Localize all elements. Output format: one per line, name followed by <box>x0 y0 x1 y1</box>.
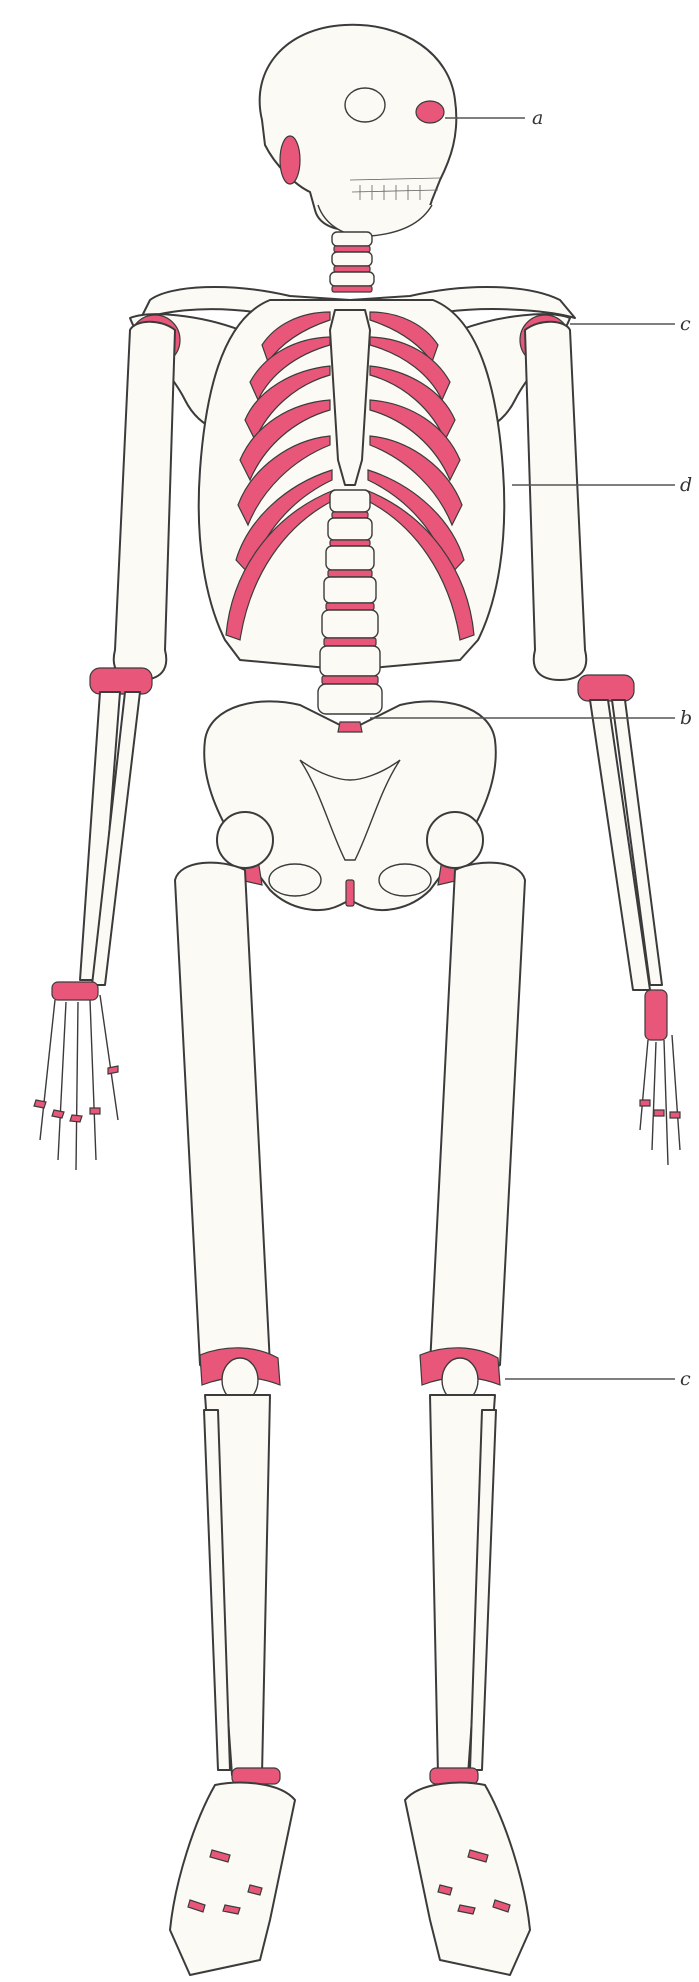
right-foot <box>170 1783 295 1975</box>
right-elbow-cartilage <box>90 668 152 694</box>
left-wrist-cartilage <box>645 990 667 1040</box>
right-ankle-cartilage <box>232 1768 280 1784</box>
pelvis <box>204 701 496 910</box>
right-humerus <box>114 322 175 680</box>
left-leg <box>405 812 530 1975</box>
sacroiliac-cartilage <box>338 722 362 732</box>
label-c-knee: c <box>680 1368 691 1390</box>
left-elbow-cartilage <box>578 675 634 701</box>
left-foot <box>405 1783 530 1975</box>
label-b: b <box>680 707 692 729</box>
label-d: d <box>680 474 692 496</box>
cervical-spine <box>330 232 374 292</box>
right-wrist-cartilage <box>52 982 98 1000</box>
right-arm <box>34 315 180 1170</box>
left-humerus <box>525 322 586 680</box>
right-femur <box>175 863 270 1377</box>
label-c-shoulder: c <box>680 313 691 335</box>
left-orbit <box>345 88 385 122</box>
lumbar-spine <box>318 490 382 714</box>
label-a: a <box>532 107 543 129</box>
left-femur-head <box>427 812 483 868</box>
pubic-symphysis <box>346 880 354 906</box>
skull <box>260 25 457 236</box>
ear-cartilage <box>280 136 300 184</box>
left-femur <box>430 863 525 1377</box>
left-arm <box>520 315 680 1165</box>
orbit-cartilage <box>416 101 444 123</box>
right-leg <box>170 812 295 1975</box>
right-femur-head <box>217 812 273 868</box>
left-ankle-cartilage <box>430 1768 478 1784</box>
